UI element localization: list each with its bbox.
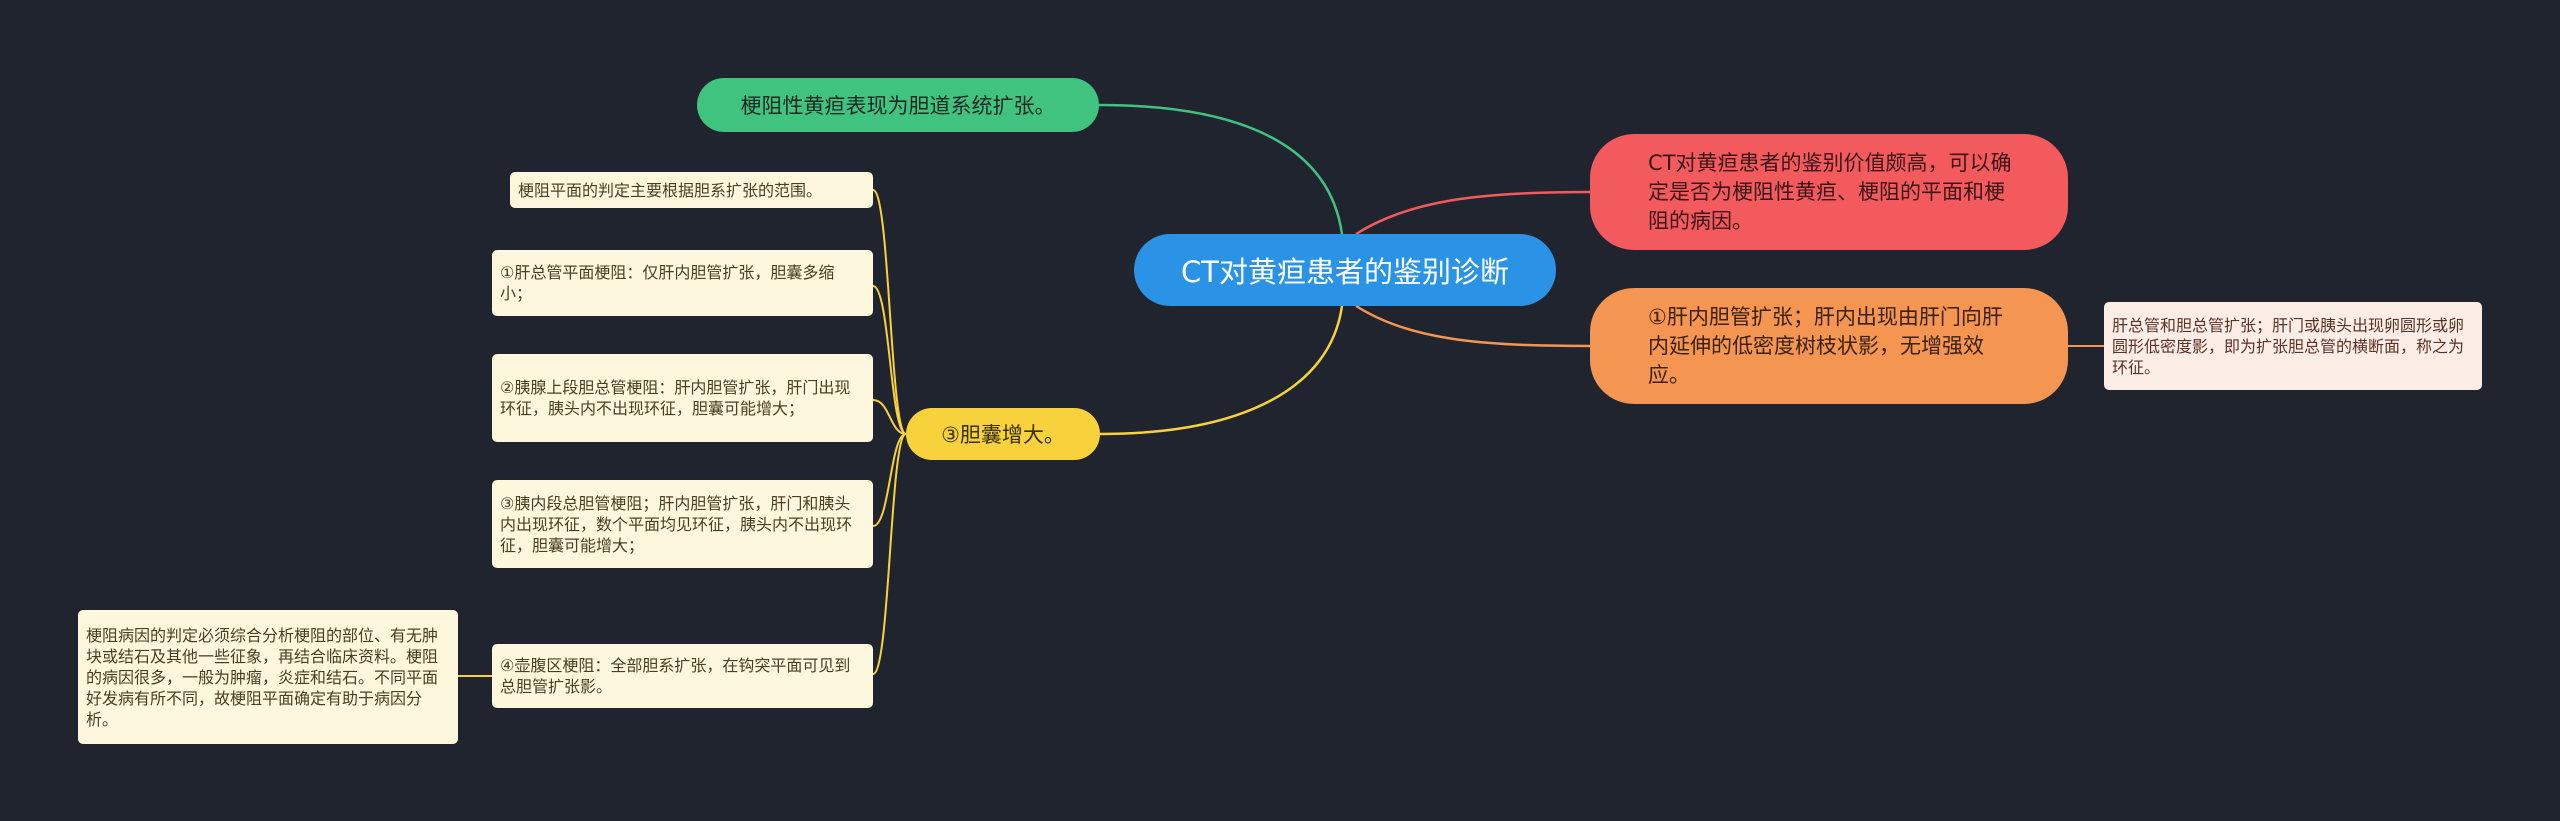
bottom-left-item-2-text: ①肝总管平面梗阻：仅肝内胆管扩张，胆囊多缩小；	[500, 263, 835, 303]
link-root-green	[1098, 103, 1344, 235]
bottom-left-item-5-text: ④壶腹区梗阻：全部胆系扩张，在钩突平面可见到总胆管扩张影。	[500, 656, 851, 696]
bottom-left-item-2[interactable]: ①肝总管平面梗阻：仅肝内胆管扩张，胆囊多缩小；	[492, 250, 873, 316]
branch-bottom-left-label: ③胆囊增大。	[941, 423, 1065, 447]
branch-bottom-left[interactable]: ③胆囊增大。	[906, 408, 1100, 460]
root-node[interactable]: CT对黄疸患者的鉴别诊断	[1134, 234, 1556, 306]
bottom-left-item-3[interactable]: ②胰腺上段胆总管梗阻：肝内胆管扩张，肝门出现环征，胰头内不出现环征，胆囊可能增大…	[492, 354, 873, 442]
link-root-red	[1355, 190, 1591, 236]
branch-mid-right-label: ①肝内胆管扩张；肝内出现由肝门向肝内延伸的低密度树枝状影，无增强效应。	[1648, 304, 2003, 387]
root-label: CT对黄疸患者的鉴别诊断	[1181, 255, 1509, 289]
bottom-left-item-4-text: ③胰内段总胆管梗阻；肝内胆管扩张，肝门和胰头内出现环征，数个平面均见环征，胰头内…	[500, 493, 853, 555]
bottom-left-item-4[interactable]: ③胰内段总胆管梗阻；肝内胆管扩张，肝门和胰头内出现环征，数个平面均见环征，胰头内…	[492, 480, 873, 568]
link-yellow-item2	[872, 285, 907, 435]
branch-top-right[interactable]: CT对黄疸患者的鉴别价值颇高，可以确定是否为梗阻性黄疸、梗阻的平面和梗阻的病因。	[1590, 134, 2068, 250]
link-yellow-item5	[872, 433, 907, 675]
link-yellow-item4	[872, 433, 907, 527]
branch-mid-right[interactable]: ①肝内胆管扩张；肝内出现由肝门向肝内延伸的低密度树枝状影，无增强效应。	[1590, 288, 2068, 404]
mid-right-note-text: 肝总管和胆总管扩张；肝门或胰头出现卵圆形或卵圆形低密度影，即为扩张胆总管的横断面…	[2112, 315, 2465, 377]
link-yellow-item1	[872, 189, 907, 435]
bottom-left-item-1[interactable]: 梗阻平面的判定主要根据胆系扩张的范围。	[510, 172, 873, 208]
mid-right-note[interactable]: 肝总管和胆总管扩张；肝门或胰头出现卵圆形或卵圆形低密度影，即为扩张胆总管的横断面…	[2104, 302, 2482, 390]
link-root-orange	[1355, 304, 1591, 348]
bottom-left-item-1-text: 梗阻平面的判定主要根据胆系扩张的范围。	[518, 180, 823, 200]
bottom-left-item-3-text: ②胰腺上段胆总管梗阻：肝内胆管扩张，肝门出现环征，胰头内不出现环征，胆囊可能增大…	[500, 378, 851, 418]
link-yellow-item3	[872, 399, 907, 435]
bottom-left-sub-note[interactable]: 梗阻病因的判定必须综合分析梗阻的部位、有无肿块或结石及其他一些征象，再结合临床资…	[78, 610, 458, 744]
link-root-yellow	[1099, 305, 1344, 436]
bottom-left-sub-note-text: 梗阻病因的判定必须综合分析梗阻的部位、有无肿块或结石及其他一些征象，再结合临床资…	[86, 625, 439, 729]
branch-top-right-label: CT对黄疸患者的鉴别价值颇高，可以确定是否为梗阻性黄疸、梗阻的平面和梗阻的病因。	[1648, 150, 2012, 233]
branch-top-left[interactable]: 梗阻性黄疸表现为胆道系统扩张。	[697, 78, 1099, 132]
branch-top-left-label: 梗阻性黄疸表现为胆道系统扩张。	[740, 94, 1056, 118]
bottom-left-item-5[interactable]: ④壶腹区梗阻：全部胆系扩张，在钩突平面可见到总胆管扩张影。	[492, 644, 873, 708]
